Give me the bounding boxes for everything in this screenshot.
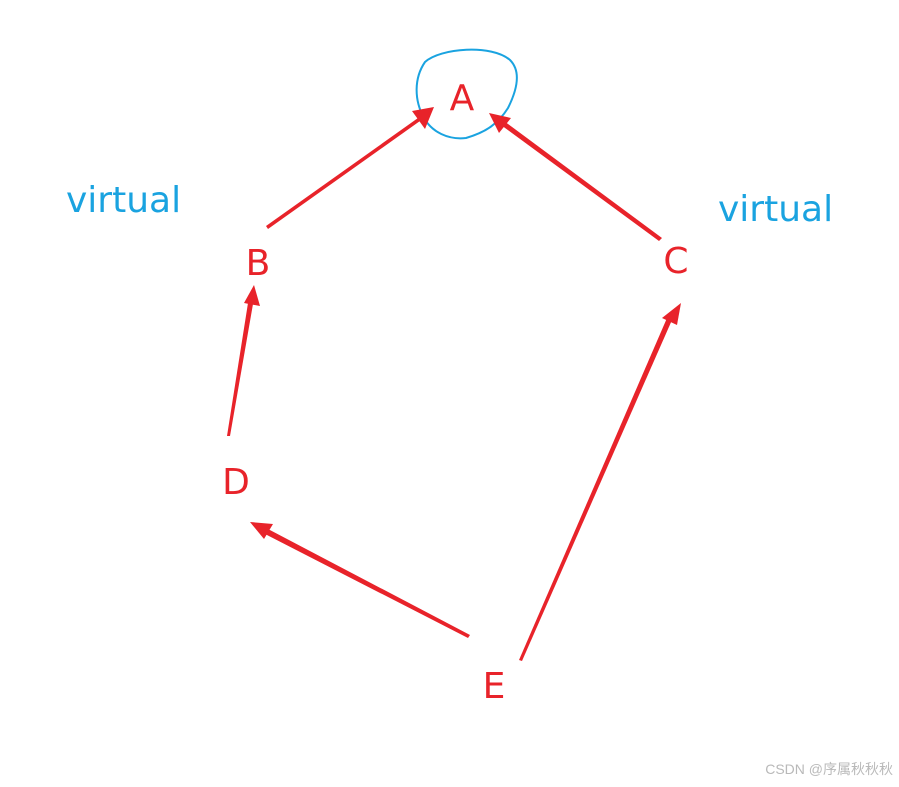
watermark: CSDN @序属秋秋秋 (765, 761, 893, 777)
edge-c-to-a (489, 113, 662, 241)
edge-d-to-b (227, 285, 260, 436)
edge-b-to-a (266, 107, 434, 229)
node-d: D (222, 462, 250, 503)
edge-e-to-c (519, 303, 681, 661)
node-a: A (450, 78, 475, 119)
edge-e-to-d (250, 522, 470, 638)
node-c: C (663, 241, 688, 282)
annotation-virtual-right: virtual (718, 189, 833, 230)
node-e: E (483, 666, 506, 707)
annotation-virtual-left: virtual (66, 180, 181, 221)
node-b: B (246, 243, 271, 284)
